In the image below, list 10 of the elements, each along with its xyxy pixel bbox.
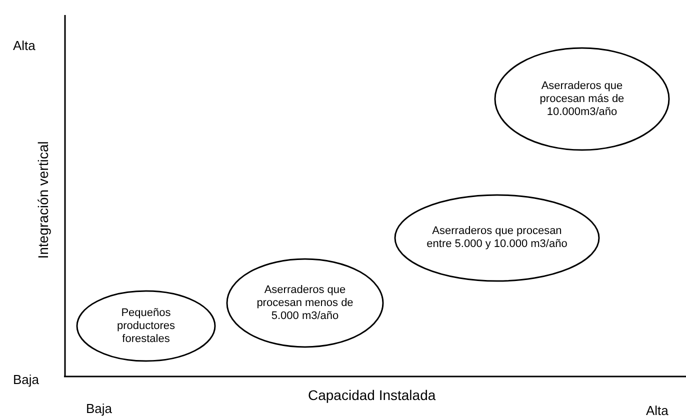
node-label: Aserraderos que procesan más de 10.000m3/año xyxy=(538,80,626,118)
node-label: Aserraderos que procesan entre 5.000 y 10.000 m3/año xyxy=(426,225,568,251)
axis-tick-label: Alta xyxy=(13,38,36,53)
axis-title: Capacidad Instalada xyxy=(308,387,436,403)
axis-tick-label: Baja xyxy=(86,401,112,416)
axis-tick-label: Alta xyxy=(646,403,668,418)
node-label: Aserraderos que procesan menos de 5.000 m3/año xyxy=(256,284,354,322)
axis-title: Integración vertical xyxy=(34,141,51,259)
axis-tick-label: Baja xyxy=(13,372,40,387)
node-label: Pequeños productores forestales xyxy=(116,306,176,346)
